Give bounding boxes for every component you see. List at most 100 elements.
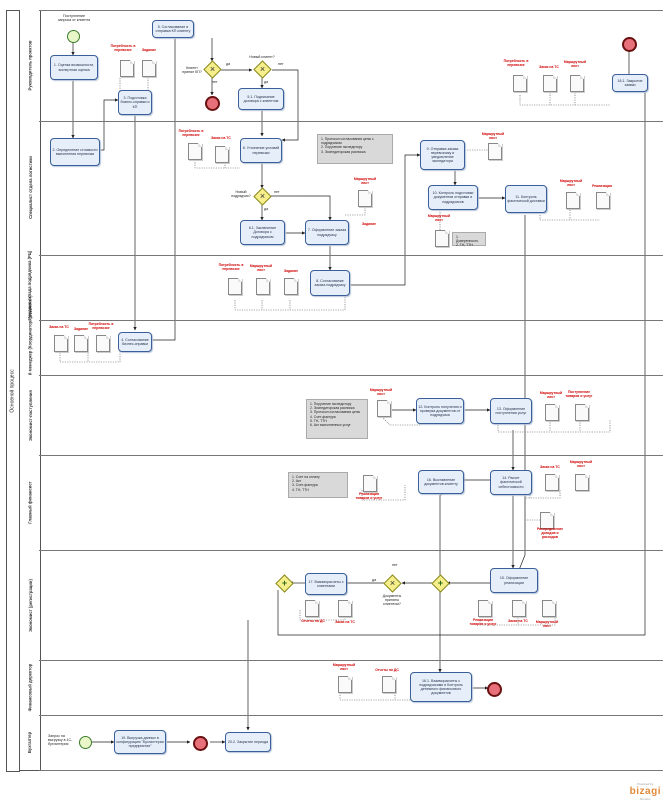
document-icon — [575, 474, 589, 491]
document-label: Потребность в перевозке — [178, 129, 204, 137]
task-16-1[interactable]: 16.1. Взаиморасчеты с подрядчиками и Кон… — [410, 672, 472, 702]
document-label: Маршрутный лист — [559, 179, 583, 187]
document-label: Задание — [141, 48, 157, 52]
lane-band — [39, 255, 663, 321]
lane-finance-director: Финансовый директор — [19, 660, 41, 716]
logo-powered: Powered by — [637, 782, 654, 786]
document-icon — [478, 600, 492, 617]
document-icon — [338, 600, 352, 617]
lane-chief-financier: Главный финансист — [19, 455, 41, 551]
document-icon — [142, 60, 156, 77]
document-icon — [512, 600, 526, 617]
gateway-label: Новый клиент? — [249, 55, 275, 59]
document-icon — [74, 335, 88, 352]
document-label: Заказ на ТС — [49, 325, 69, 329]
document-label: Маршрутный лист — [249, 264, 273, 272]
start-event[interactable] — [79, 736, 92, 749]
start-event[interactable] — [67, 30, 80, 43]
document-icon — [545, 404, 559, 421]
flow-label-yes: да — [264, 80, 269, 84]
task-6[interactable]: 6. Уточнение условий перевозки — [240, 138, 282, 163]
flow-label-yes: да — [264, 207, 269, 211]
task-19[interactable]: 19. Выгрузка данных в конфигурацию "Бухг… — [114, 730, 166, 754]
logo-brand: bizagi — [629, 786, 661, 797]
document-icon — [120, 60, 134, 77]
task-15[interactable]: 15. Оформление реализации — [490, 568, 538, 593]
task-6-1[interactable]: 6.1. Заключение Договора с подрядчиком — [240, 220, 285, 245]
task-2[interactable]: 2. Определение стоимости выполнения пере… — [50, 138, 100, 166]
flow-label-no: нет — [212, 80, 218, 84]
lane-band — [39, 660, 663, 716]
document-label: Потребность в перевозке — [110, 44, 136, 52]
task-13[interactable]: 13. Оформление поступления услуг — [490, 398, 532, 424]
document-label: Отчеты по ДС — [375, 668, 399, 672]
lane-band — [39, 550, 663, 661]
note-documents: 1. Доверенность 2. ТН, ТТН — [452, 232, 486, 247]
lane-band — [39, 120, 663, 256]
document-icon — [488, 143, 502, 160]
document-icon — [575, 404, 589, 421]
task-9[interactable]: 9. Отправка заказа перевозчику и уведомл… — [420, 140, 465, 170]
document-label: Маршрутный лист — [535, 620, 559, 628]
lane-project-manager: Руководитель проектов — [19, 10, 41, 121]
lane-accountant: Бухгалтер — [19, 715, 41, 771]
end-event[interactable] — [205, 96, 220, 111]
document-icon — [596, 192, 610, 209]
task-5-1[interactable]: 5.1. Подписание договора с клиентом — [238, 88, 284, 110]
document-icon — [363, 475, 377, 492]
flow-label-no: нет — [274, 190, 280, 194]
document-icon — [435, 230, 449, 247]
task-4[interactable]: 4. Согласование бизнес-справки — [118, 332, 152, 352]
note-documents: 1. Счет на оплату 2. Акт 3. Счет-фактура… — [288, 472, 348, 498]
document-label: Отчеты по ДС — [301, 619, 325, 623]
document-label: Потребность в перевозке — [88, 322, 114, 330]
start-label: Поступление запроса от клиента — [57, 14, 91, 23]
note-documents: 1. Поручение экспедитору 2. Экспедиторск… — [306, 399, 368, 439]
document-label: Задание — [73, 327, 89, 331]
task-16[interactable]: 16. Выставление документов клиенту — [418, 470, 464, 494]
pool-label: Основной процесс — [6, 10, 20, 772]
document-label: Заказ на ТС — [508, 619, 528, 623]
task-20-2[interactable]: 20.2. Закрытие периода — [225, 732, 271, 752]
document-label: Маршрутный лист — [563, 60, 587, 68]
task-1[interactable]: 1. Оценка возможности, экспертная оценка — [50, 55, 98, 80]
end-event[interactable] — [487, 682, 502, 697]
flow-label-yes: да — [226, 62, 231, 66]
task-14[interactable]: 14. Расчет фактической себестоимости — [490, 470, 532, 495]
end-event[interactable] — [193, 736, 208, 751]
document-label: Маршрутный лист — [569, 460, 593, 468]
document-icon — [228, 278, 242, 295]
document-label: Потребность в перевозке — [218, 263, 244, 271]
document-label: Маршрутный лист — [427, 214, 451, 222]
bizagi-logo: Powered by bizagi Modeler — [630, 782, 661, 801]
document-icon — [188, 143, 202, 160]
document-label: Задание — [361, 222, 377, 226]
lane-band — [39, 715, 663, 771]
task-10[interactable]: 10. Контроль подготовки документов отпра… — [428, 185, 478, 210]
document-icon — [377, 400, 391, 417]
task-3[interactable]: 3. Подготовка бизнес-справки и КП — [118, 90, 152, 115]
task-17[interactable]: 17. Взаиморасчеты с клиентами — [305, 573, 347, 595]
task-11[interactable]: 11. Контроль фактической доставки — [505, 185, 547, 213]
gateway-label: Новый подрядчик? — [231, 190, 251, 199]
document-label: Маршрутный лист — [369, 388, 393, 396]
document-icon — [358, 190, 372, 207]
document-icon — [540, 512, 554, 529]
flow-label-no: нет — [278, 62, 284, 66]
start-label: Запрос на выгрузку в 1С-бухгалтерия — [48, 734, 73, 747]
document-icon — [513, 75, 527, 92]
lane-economist-receipts: Экономист-поступления — [19, 375, 41, 456]
document-label: Заказ на ТС — [539, 65, 559, 69]
task-12[interactable]: 12. Контроль получения и проверка докуме… — [416, 398, 464, 424]
end-event[interactable] — [622, 37, 637, 52]
document-label: Реализация товаров и услуг — [355, 492, 383, 500]
document-label: Маршрутный лист — [539, 391, 563, 399]
task-18-1[interactable]: 18.1. Закрытие заявки — [612, 74, 648, 92]
note-documents: 1. Протокол согласования цены с подрядчи… — [317, 134, 393, 164]
document-label: Маршрутный лист — [332, 663, 356, 671]
lane-logistics: Специалист отдела логистики — [19, 120, 41, 256]
task-7[interactable]: 7. Оформление заказа подрядчику — [305, 220, 349, 245]
lane-band — [39, 10, 663, 122]
task-5[interactable]: 5. Согласование и отправка КП клиенту — [152, 20, 194, 38]
task-8[interactable]: 8. Согласование заказа подрядчику — [310, 270, 350, 296]
